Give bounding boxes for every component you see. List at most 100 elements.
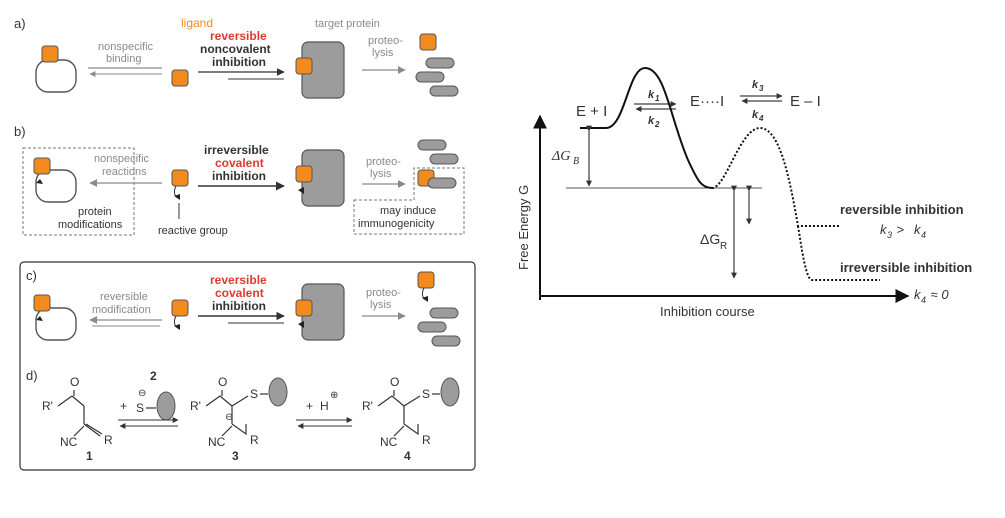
oxygen-label: O bbox=[70, 375, 79, 389]
delta-gb-label: ΔG bbox=[551, 149, 570, 164]
compound-4-label: 4 bbox=[404, 449, 411, 463]
protein-modifications-box bbox=[22, 147, 135, 236]
fragment bbox=[429, 307, 459, 319]
h-label: H bbox=[320, 399, 329, 413]
inhibition-label: inhibition bbox=[212, 169, 266, 183]
bonds bbox=[377, 390, 421, 424]
fragment bbox=[425, 57, 455, 69]
plus-label: + bbox=[306, 399, 313, 413]
bond bbox=[393, 425, 405, 437]
modification-label: modification bbox=[92, 304, 151, 316]
panel-cd-frame bbox=[19, 261, 476, 471]
protein-ellipse bbox=[156, 391, 176, 421]
fragment bbox=[429, 153, 459, 165]
bonds bbox=[403, 423, 419, 436]
panel-d: d) R' O NC R 1 2 + S ⊖ R' O ⊖ S NC R 3 +… bbox=[26, 368, 460, 463]
minus-label: ⊖ bbox=[225, 412, 233, 423]
irreversible-label: irreversible bbox=[204, 143, 269, 157]
ligand-square bbox=[33, 294, 51, 312]
r-label: R bbox=[104, 433, 113, 447]
energy-curve-irreversible bbox=[797, 225, 880, 281]
reactive-group-label: reactive group bbox=[158, 225, 228, 237]
noncovalent-label: noncovalent bbox=[200, 42, 271, 56]
panel-c-label: c) bbox=[26, 268, 37, 283]
reversible-covalent-label: reversible bbox=[210, 273, 267, 287]
k4-zero-k: k bbox=[914, 287, 922, 302]
energy-diagram: Free Energy G Inhibition course ΔG B ΔG … bbox=[516, 66, 972, 319]
delta-gr-subscript: R bbox=[720, 241, 727, 252]
released-ligand bbox=[419, 33, 437, 51]
panel-b: b) protein modifications nonspecific rea… bbox=[14, 124, 465, 237]
delta-gb-subscript: B bbox=[573, 156, 579, 167]
proteo-label: proteo- bbox=[368, 35, 403, 47]
k4-zero-sub: 4 bbox=[921, 295, 926, 305]
panel-a-label: a) bbox=[14, 16, 26, 31]
released-ligand bbox=[417, 271, 435, 289]
covalent-bond bbox=[298, 187, 304, 194]
k3-gt-k4-k2: k bbox=[914, 222, 922, 237]
panel-c: c) reversible modification reversible co… bbox=[26, 268, 461, 347]
fragment bbox=[417, 139, 447, 151]
plus-label: + bbox=[120, 399, 127, 413]
lysis-label: lysis bbox=[372, 47, 394, 59]
r-label: R bbox=[250, 433, 259, 447]
energy-curve-solid bbox=[580, 66, 713, 189]
fragment bbox=[415, 71, 445, 83]
panel-d-label: d) bbox=[26, 368, 38, 383]
fragment bbox=[429, 85, 459, 97]
covalent-label: covalent bbox=[215, 156, 264, 170]
panel-b-label: b) bbox=[14, 124, 26, 139]
bond bbox=[221, 425, 233, 437]
k3-gt-k4-sub1: 3 bbox=[887, 230, 892, 240]
protein-label: protein bbox=[78, 206, 112, 218]
proteo-label: proteo- bbox=[366, 156, 401, 168]
k3-gt-k4-k: k bbox=[880, 222, 888, 237]
oxygen-label: O bbox=[218, 375, 227, 389]
plus-charge-label: ⊕ bbox=[330, 390, 338, 401]
covalent-label: covalent bbox=[215, 286, 264, 300]
covalent-bond bbox=[36, 179, 43, 184]
protein-ellipse bbox=[440, 377, 460, 407]
reactive-warhead bbox=[174, 324, 180, 330]
r-prime-label: R' bbox=[362, 399, 373, 413]
modifications-label: modifications bbox=[58, 219, 123, 231]
protein-shape bbox=[35, 59, 77, 93]
s-label: S bbox=[422, 387, 430, 401]
k3-label: k bbox=[752, 79, 759, 91]
compound-3-label: 3 bbox=[232, 449, 239, 463]
k4-zero-rest: ≈ 0 bbox=[927, 287, 949, 302]
ligand-label: ligand bbox=[181, 16, 213, 30]
bound-ligand bbox=[295, 299, 313, 317]
k3-gt-k4-op: > bbox=[893, 222, 908, 237]
fragment bbox=[427, 177, 457, 189]
bonds bbox=[57, 390, 85, 407]
irreversible-inhibition-label: irreversible inhibition bbox=[840, 260, 972, 275]
state-e-plus-i: E + I bbox=[576, 103, 607, 120]
nc-label: NC bbox=[380, 435, 398, 449]
k4-subscript: 4 bbox=[758, 114, 764, 123]
lysis-label: lysis bbox=[370, 299, 392, 311]
nc-label: NC bbox=[60, 435, 78, 449]
nonspecific-label: nonspecific bbox=[94, 153, 150, 165]
covalent-bond bbox=[36, 316, 43, 321]
nc-label: NC bbox=[208, 435, 226, 449]
protein-shape bbox=[35, 307, 77, 341]
k4-label: k bbox=[752, 109, 759, 121]
state-e-dots-i: E····I bbox=[690, 93, 724, 110]
r-prime-label: R' bbox=[190, 399, 201, 413]
protein-ellipse bbox=[268, 377, 288, 407]
k3-subscript: 3 bbox=[759, 84, 764, 93]
bonds bbox=[231, 423, 247, 436]
s-label: S bbox=[136, 401, 144, 415]
k1-subscript: 1 bbox=[655, 94, 660, 103]
bound-ligand bbox=[295, 57, 313, 75]
r-prime-label: R' bbox=[42, 399, 53, 413]
ligand-square bbox=[41, 45, 59, 63]
k2-subscript: 2 bbox=[654, 120, 660, 129]
free-ligand bbox=[171, 169, 189, 187]
free-ligand bbox=[171, 299, 189, 317]
immunogenicity-label: immunogenicity bbox=[358, 218, 435, 230]
energy-curve-reversible bbox=[711, 126, 840, 227]
fragment bbox=[431, 335, 461, 347]
panel-a: a) ligand target protein nonspecific bin… bbox=[14, 16, 459, 99]
